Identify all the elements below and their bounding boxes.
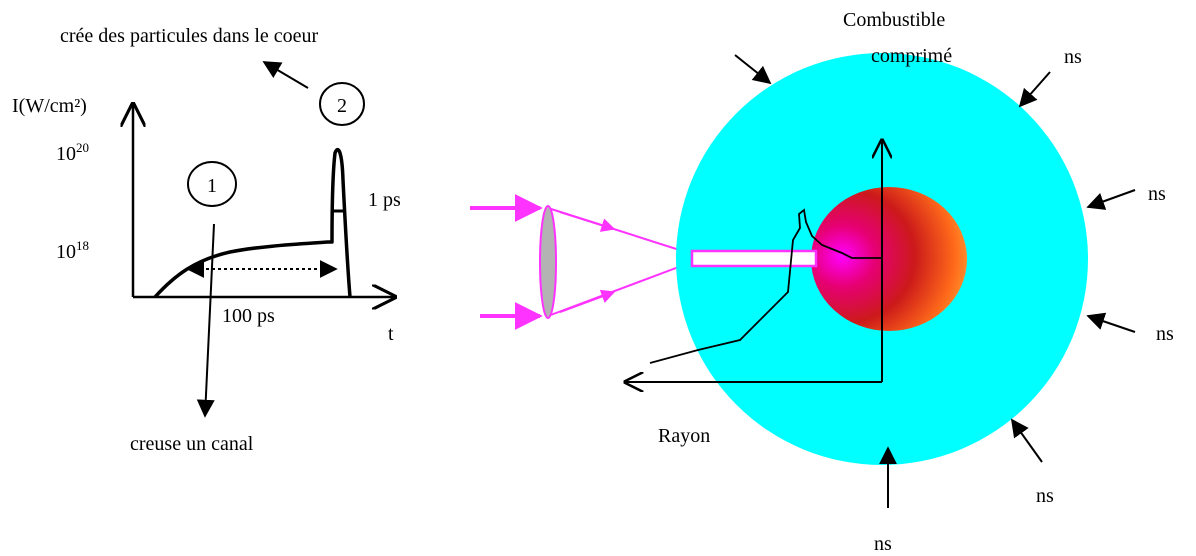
top-note: crée des particules dans le coeur [60,25,319,47]
ns-label: ns [1036,485,1054,507]
pulse-curve [153,147,352,299]
radius-label: Rayon [658,425,710,447]
step1-arrow [196,223,215,418]
laser-channel [690,249,818,268]
ns-label: ns [874,533,892,555]
laser-beams [470,194,693,330]
bottom-note: creuse un canal [130,433,254,455]
ns-label: ns [1064,46,1082,68]
channel-boundary [649,208,882,364]
step1-marker: 1 [187,161,237,207]
y-axis-label: I(W/cm²) [12,95,87,117]
short-pulse-label: 1 ps [368,189,401,211]
long-pulse-label: 100 ps [222,305,275,327]
y-tick-high: 1020 [56,140,89,165]
ns-label: ns [1148,183,1166,205]
fuel-label-line1: Combustible [843,9,945,31]
dense-core [811,187,967,331]
lens [539,205,557,319]
svg-text:1: 1 [207,175,217,197]
fuel-label-line2: comprimé [871,45,952,67]
ns-label: ns [1156,323,1174,345]
ns-drive-arrows [734,54,1136,508]
step2-arrow [262,61,309,89]
svg-text:2: 2 [337,95,347,117]
x-axis-label: t [388,323,394,345]
y-tick-low: 1018 [56,238,89,263]
step2-marker: 2 [319,82,365,126]
